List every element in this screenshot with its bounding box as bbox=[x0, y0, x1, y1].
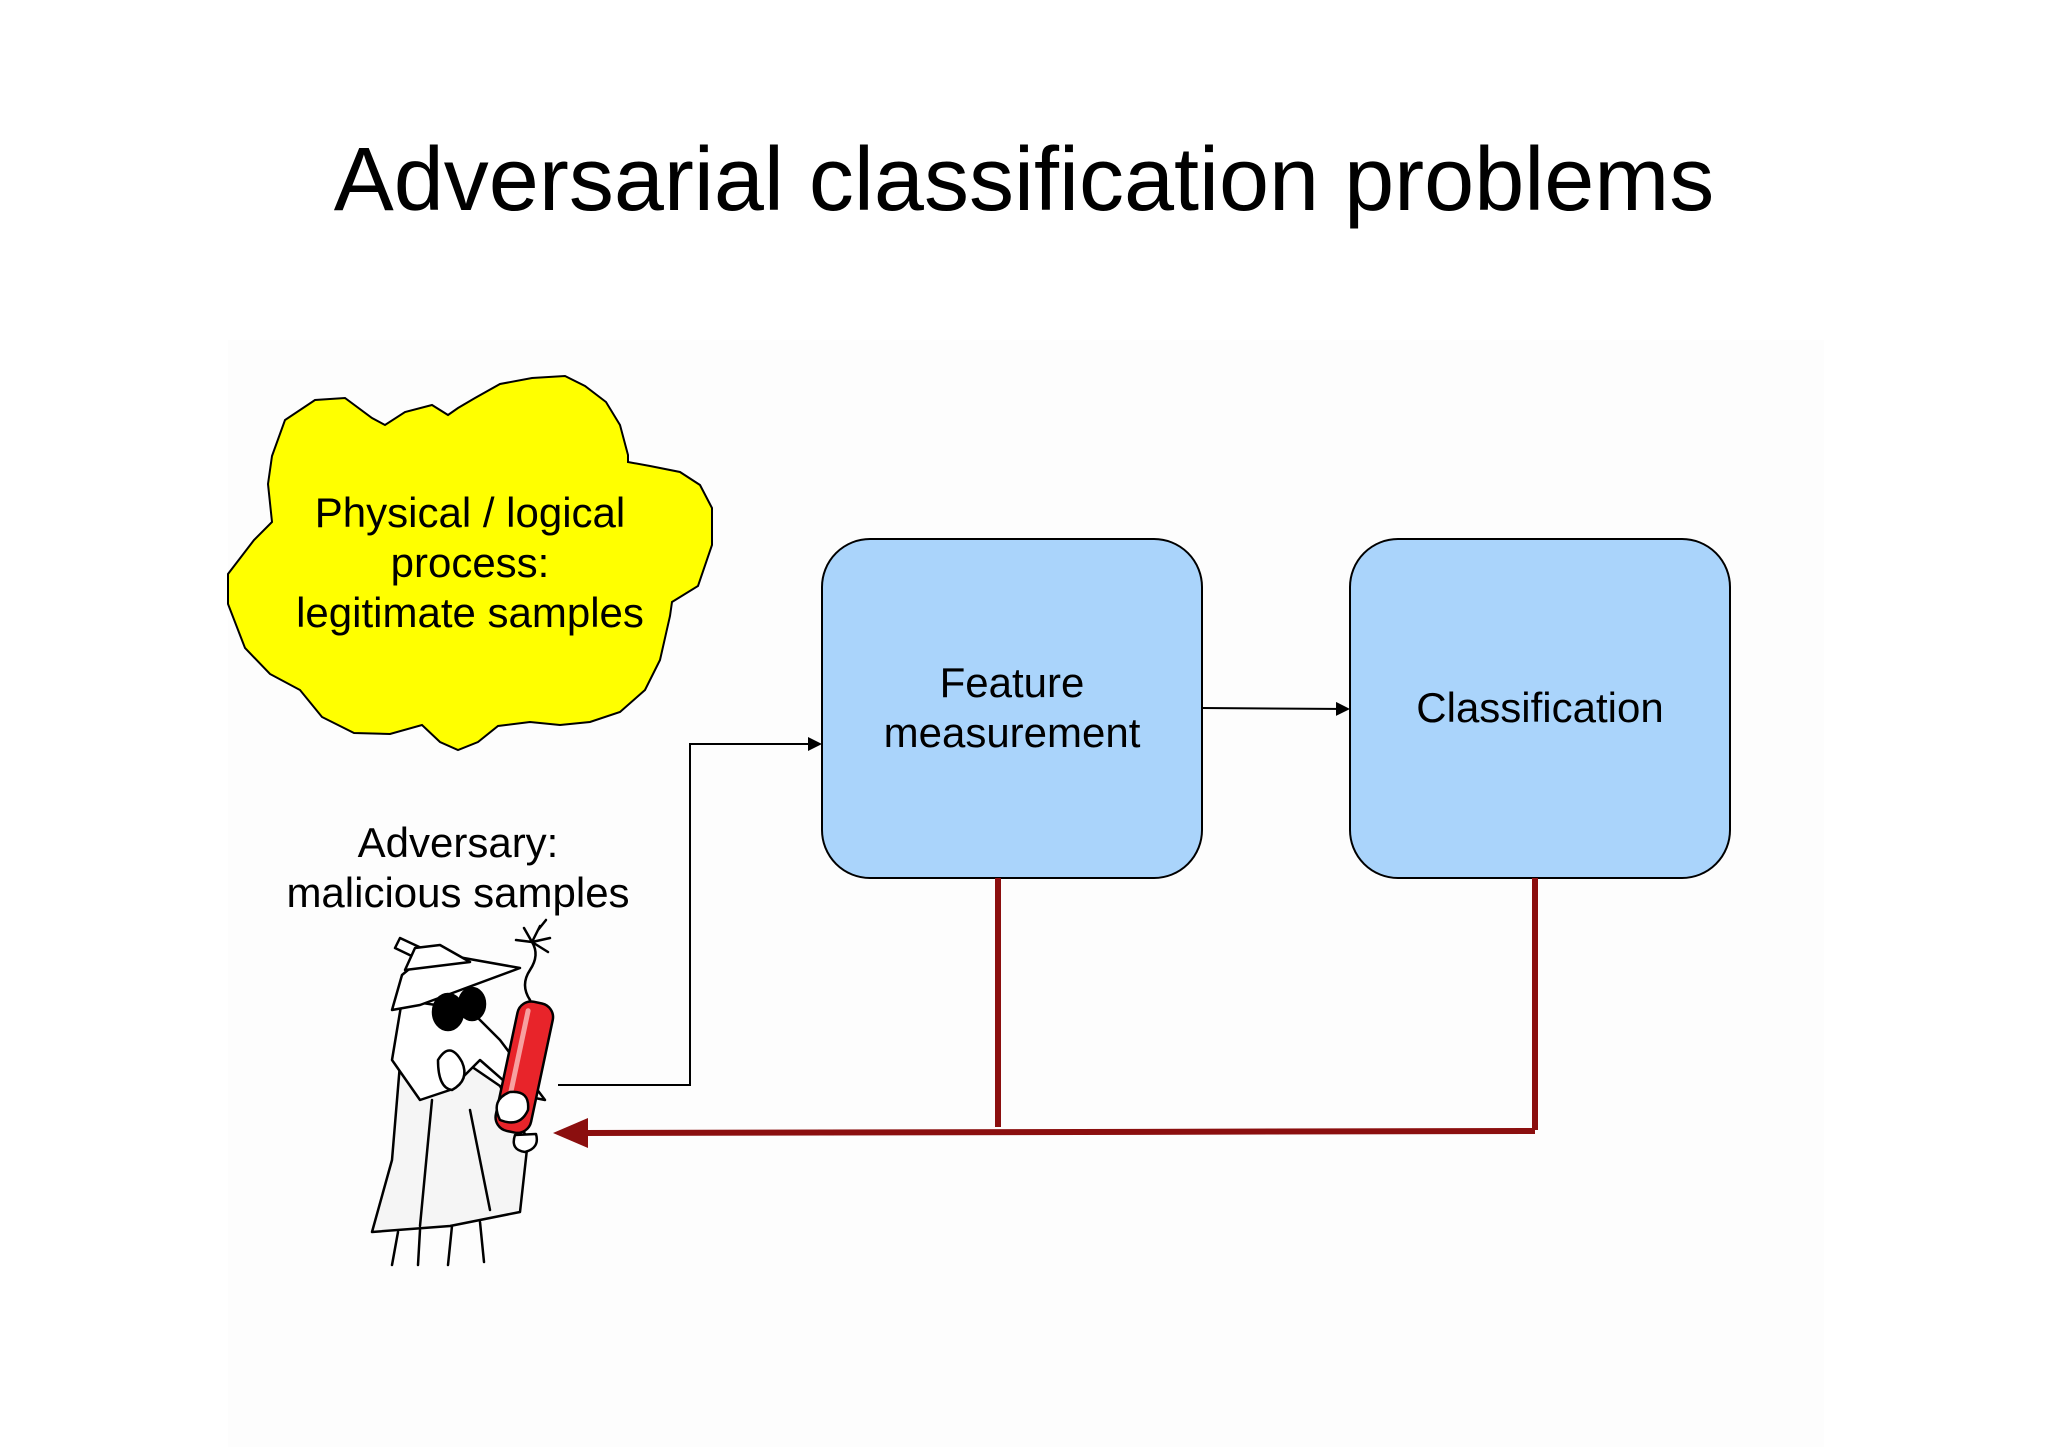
process-cloud-label-line: process: bbox=[390, 539, 550, 586]
process-cloud-label-line: Physical / logical bbox=[314, 489, 626, 536]
process-cloud-label-line: legitimate samples bbox=[296, 589, 644, 636]
classification-box bbox=[1349, 538, 1731, 879]
adversary-to-feature-arrow bbox=[558, 737, 822, 1086]
classification-label: Classification bbox=[1350, 683, 1730, 733]
adversary-label-line: Adversary: bbox=[357, 819, 559, 866]
adversary-label-line: malicious samples bbox=[286, 869, 630, 916]
process-cloud bbox=[227, 374, 713, 752]
adversary-label: Adversary: malicious samples bbox=[258, 818, 658, 918]
feature-measurement-label-line: Feature bbox=[939, 659, 1085, 706]
feedback-arrow bbox=[553, 878, 1538, 1148]
feature-measurement-label: Feature measurement bbox=[822, 658, 1202, 758]
feature-to-classification-arrow bbox=[1201, 701, 1350, 716]
slide-title: Adversarial classification problems bbox=[333, 130, 1715, 230]
classification-label-line: Classification bbox=[1416, 684, 1664, 731]
process-cloud-label: Physical / logical process: legitimate s… bbox=[270, 488, 670, 638]
spy-with-dynamite-icon bbox=[370, 918, 555, 1267]
feature-measurement-label-line: measurement bbox=[883, 709, 1141, 756]
